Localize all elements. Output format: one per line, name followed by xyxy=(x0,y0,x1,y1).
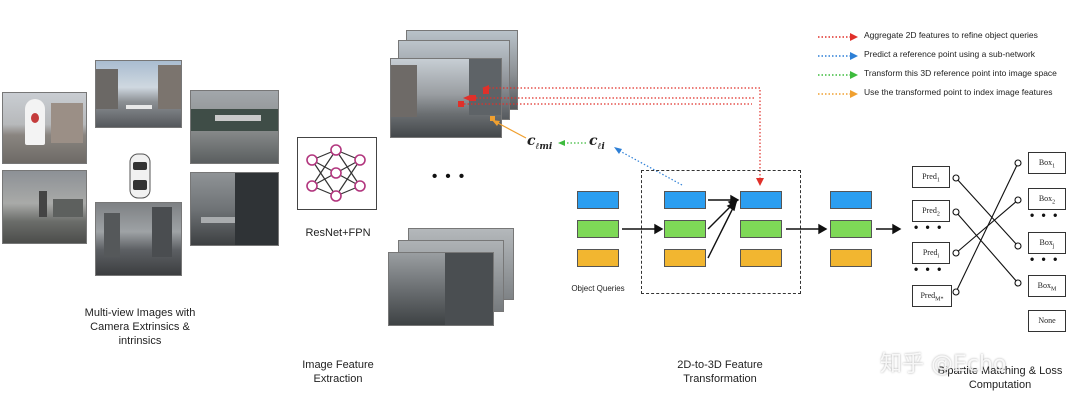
ego-car-icon xyxy=(129,153,151,199)
transform-query-in-yellow xyxy=(664,249,706,267)
multiview-caption: Multi-view Images with Camera Extrinsics… xyxy=(84,307,196,347)
camera-image-front-left xyxy=(2,92,87,164)
ground-truth-box-none: None xyxy=(1028,310,1066,332)
camera-image-front-right xyxy=(190,90,279,164)
object-queries-label: Object Queries xyxy=(571,284,625,293)
camera-image-back xyxy=(95,202,182,276)
watermark: 知乎 @Echo xyxy=(880,352,1007,377)
transformation-dashed-box xyxy=(641,170,801,294)
transform-query-out-green xyxy=(740,220,782,238)
orange-dotted-arrow-icon xyxy=(818,90,858,98)
index-arrow xyxy=(495,121,527,139)
sample-point-marker xyxy=(483,88,489,94)
backbone-network-box xyxy=(297,137,377,210)
prediction-box: PredM* xyxy=(912,285,952,307)
red-dotted-arrow-icon xyxy=(818,33,858,41)
output-query-blue xyxy=(830,191,872,209)
object-query-yellow xyxy=(577,249,619,267)
prediction-box: Predi xyxy=(912,242,950,264)
ground-truth-box: Boxj xyxy=(1028,232,1066,254)
object-query-blue xyxy=(577,191,619,209)
transform-query-in-green xyxy=(664,220,706,238)
feature-map-bottom-1 xyxy=(388,252,494,326)
prediction-box: Pred1 xyxy=(912,166,950,188)
backbone-label: ResNet+FPN xyxy=(305,227,371,239)
transform-query-out-yellow xyxy=(740,249,782,267)
green-dotted-arrow-icon xyxy=(818,71,858,79)
output-query-green xyxy=(830,220,872,238)
transformation-caption: 2D-to-3D Feature Transformation xyxy=(677,359,763,385)
sample-point-marker xyxy=(470,95,476,101)
ground-truth-box: BoxM xyxy=(1028,275,1066,297)
coord-c-lmi: cℓmi xyxy=(527,133,553,152)
transform-query-in-blue xyxy=(664,191,706,209)
coord-c-li: cℓi xyxy=(589,133,605,152)
ellipsis-dots: • • • xyxy=(1030,208,1060,222)
ground-truth-box: Box1 xyxy=(1028,152,1066,174)
sample-point-marker xyxy=(458,101,464,107)
ellipsis-dots: • • • xyxy=(432,168,467,185)
blue-dotted-arrow-icon xyxy=(818,52,858,60)
legend-text: Transform this 3D reference point into i… xyxy=(864,68,1057,78)
output-query-yellow xyxy=(830,249,872,267)
prediction-box: Pred2 xyxy=(912,200,950,222)
transform-query-out-blue xyxy=(740,191,782,209)
aggregate-arrow-head xyxy=(756,178,764,186)
camera-image-back-left xyxy=(2,170,87,244)
feature-extraction-caption: Image Feature Extraction xyxy=(302,359,374,385)
ellipsis-dots: • • • xyxy=(914,262,944,276)
legend-text: Use the transformed point to index image… xyxy=(864,87,1053,97)
aggregate-arrow xyxy=(464,87,761,178)
ellipsis-dots: • • • xyxy=(1030,252,1060,266)
matching-caption: Bipartite Matching & Loss Computation xyxy=(937,365,1063,391)
ground-truth-box: Box2 xyxy=(1028,188,1066,210)
neural-network-icon xyxy=(306,144,366,202)
predict-arrow xyxy=(617,149,683,186)
legend-text: Predict a reference point using a sub-ne… xyxy=(864,49,1036,59)
camera-image-back-right xyxy=(190,172,279,246)
ellipsis-dots: • • • xyxy=(914,220,944,234)
object-query-green xyxy=(577,220,619,238)
camera-image-front xyxy=(95,60,182,128)
sample-point-marker xyxy=(490,116,495,121)
legend-text: Aggregate 2D features to refine object q… xyxy=(864,30,1038,40)
